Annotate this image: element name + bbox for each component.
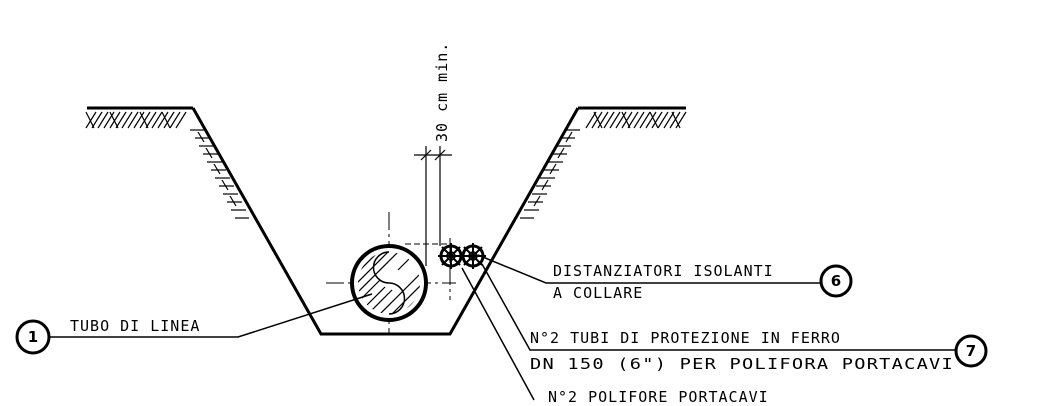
callout-1: 1 TUBO DI LINEA: [15, 293, 373, 355]
callout-marker-7: [954, 334, 988, 368]
callout-number-6: 6: [831, 272, 841, 290]
callout-text-6-line-2: A COLLARE: [553, 284, 643, 302]
note-polifore-text: N°2 POLIFORE PORTACAVI: [548, 388, 769, 406]
callout-number-1: 1: [28, 328, 38, 346]
callout-text-6-line-1: DISTANZIATORI ISOLANTI: [553, 262, 774, 280]
soil-hatching-right: [520, 111, 687, 219]
callout-6: 6 DISTANZIATORI ISOLANTI A COLLARE: [477, 254, 853, 302]
callout-number-7: 7: [966, 342, 976, 360]
line-pipe: [350, 244, 428, 322]
trench-outline: [191, 107, 580, 336]
note-polifore: N°2 POLIFORE PORTACAVI: [461, 267, 769, 406]
callout-marker-6: [819, 264, 853, 298]
soil-hatching-left: [85, 111, 249, 219]
protection-pipe-left: [438, 243, 464, 269]
callout-text-1: TUBO DI LINEA: [70, 317, 200, 335]
callout-text-7-line-1: N°2 TUBI DI PROTEZIONE IN FERRO: [530, 329, 841, 347]
protection-pipe-right: [460, 243, 486, 269]
dimension-label: 30 cm min.: [433, 42, 451, 142]
callout-text-7-line-2: DN 150 (6") PER POLIFORA PORTACAVI: [530, 355, 954, 373]
callout-7: 7 N°2 TUBI DI PROTEZIONE IN FERRO DN 150…: [481, 263, 988, 373]
dimension-30cm: [414, 146, 452, 266]
